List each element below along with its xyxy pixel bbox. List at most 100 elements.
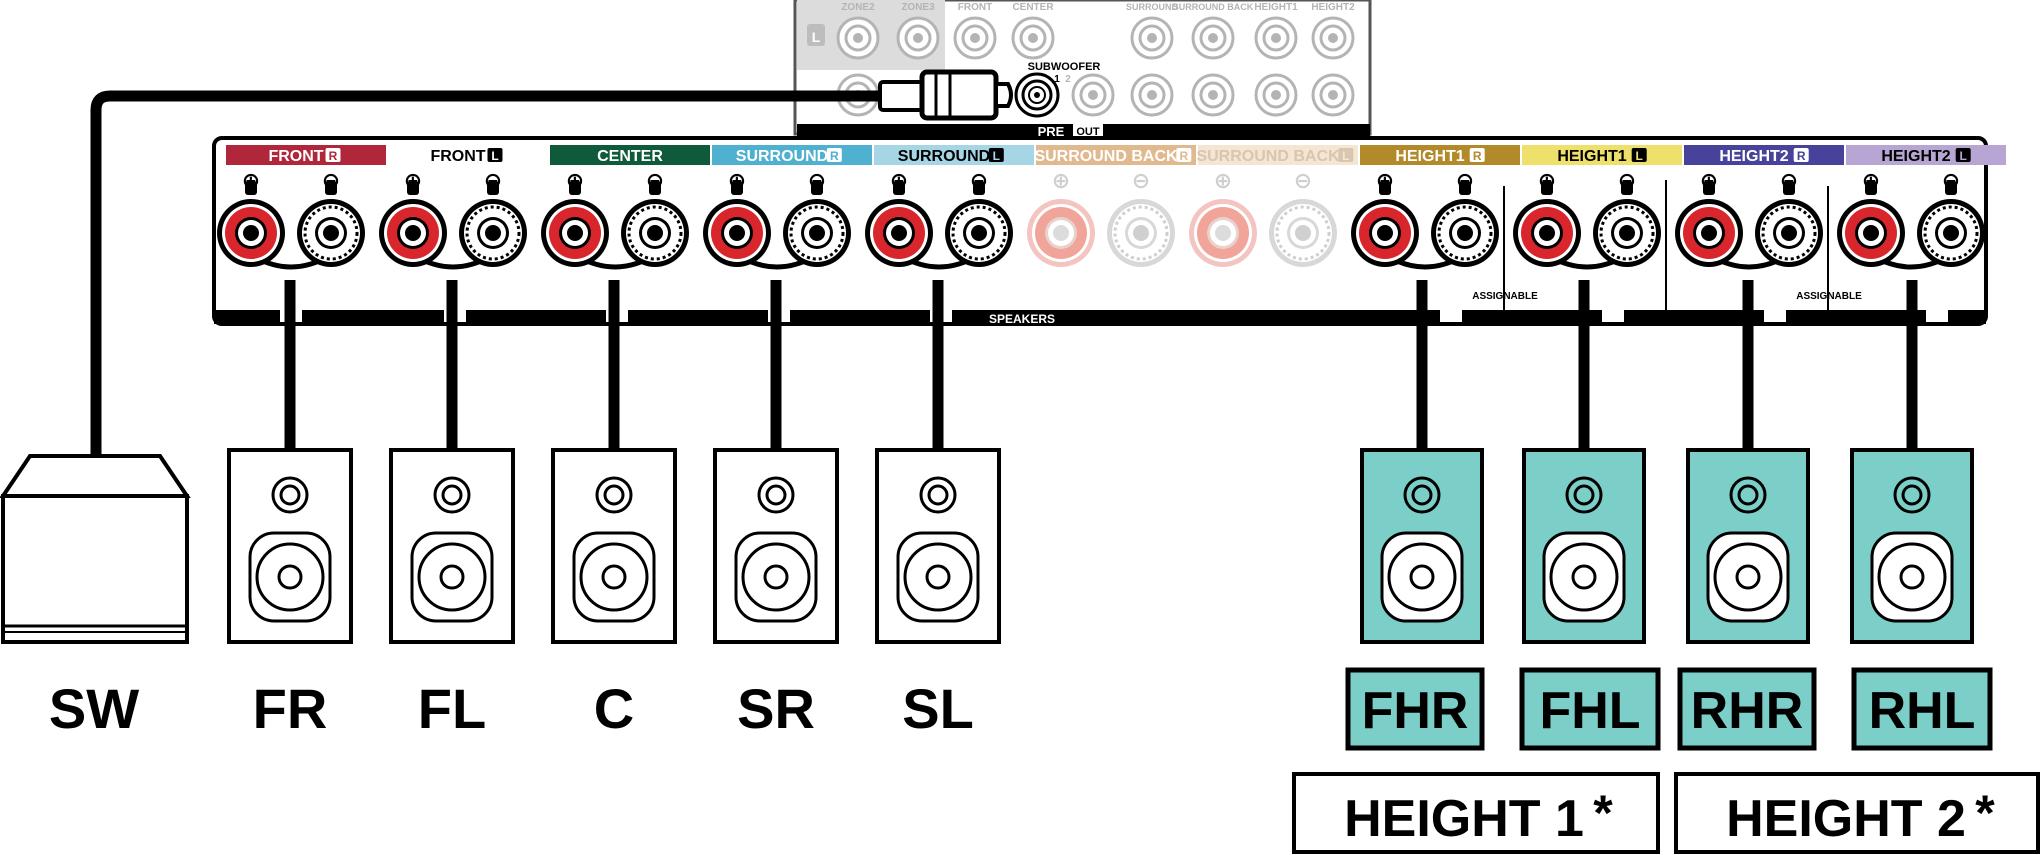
speaker-fhl xyxy=(1522,448,1646,644)
height2-pre-out-jack xyxy=(1311,16,1355,60)
surround-pre-out-jack xyxy=(1130,16,1174,60)
channel-center-c: CENTER⊕⊖ xyxy=(541,145,710,270)
height1-pre-out-jack xyxy=(1254,16,1298,60)
speaker-c xyxy=(551,448,677,644)
group-height1: HEIGHT 1 * xyxy=(1292,772,1660,854)
group-height2-asterisk: * xyxy=(1975,785,1995,841)
label-box-fhr: FHR xyxy=(1345,667,1485,751)
pre-out-zone-l-label: L xyxy=(812,29,821,45)
label-sr: SR xyxy=(737,677,815,740)
plus-sign: ⊕ xyxy=(1214,169,1232,194)
center-pre-out-jack xyxy=(1011,16,1055,60)
label-box-fhl: FHL xyxy=(1519,667,1661,751)
speaker-sr xyxy=(713,448,839,644)
pre-out-surround-back-label: SURROUND BACK xyxy=(1173,2,1254,12)
label-sw: SW xyxy=(49,677,139,740)
group-height1-asterisk: * xyxy=(1593,785,1613,841)
channel-label: HEIGHT2 xyxy=(1881,148,1950,165)
minus-sign: ⊖ xyxy=(1132,169,1150,194)
channel-side-label: R xyxy=(329,149,338,163)
channel-side-label: L xyxy=(993,149,1000,163)
subwoofer-1-label: 1 xyxy=(1054,74,1060,85)
channel-label: CENTER xyxy=(597,148,663,165)
label-fr: FR xyxy=(253,677,328,740)
pre-out-center-label: CENTER xyxy=(1012,2,1054,13)
assignable-label-1: ASSIGNABLE xyxy=(1472,291,1538,302)
channel-side-label: L xyxy=(1960,149,1967,163)
pre-out-height2-label: HEIGHT2 xyxy=(1311,2,1355,13)
channel-side-label: L xyxy=(1636,149,1643,163)
label-box-rhr: RHR xyxy=(1677,667,1817,751)
subwoofer-box xyxy=(0,454,191,644)
speakers-label: SPEAKERS xyxy=(989,312,1055,326)
group-height1-label: HEIGHT 1 xyxy=(1344,790,1584,848)
positive-terminal xyxy=(1189,199,1257,267)
channel-label: SURROUND xyxy=(898,148,990,165)
minus-sign: ⊖ xyxy=(1294,169,1312,194)
channel-label: FRONT xyxy=(430,148,485,165)
speaker-rhl xyxy=(1850,448,1974,644)
speaker-fr xyxy=(227,448,353,644)
channel-side-label: L xyxy=(491,149,498,163)
subwoofer-label: SUBWOOFER xyxy=(1028,61,1101,73)
speaker-cables xyxy=(284,280,1918,452)
channel-side-label: R xyxy=(1473,149,1482,163)
out-label: OUT xyxy=(1076,126,1100,138)
channel-side-label: R xyxy=(830,149,839,163)
front-pre-out-jack xyxy=(953,16,997,60)
pre-out-front-label: FRONT xyxy=(958,2,992,13)
pre-out-panel: L ZONE2 ZONE3 FRONT CENTER SURROUND SURR… xyxy=(793,0,1372,139)
surround-back-pre-out-jack-2 xyxy=(1191,73,1235,117)
subwoofer2-jack xyxy=(1071,73,1115,117)
label-sl: SL xyxy=(902,677,974,740)
label-fl: FL xyxy=(418,677,486,740)
subwoofer-cable xyxy=(90,69,1013,456)
surround-pre-out-jack-2 xyxy=(1130,73,1174,117)
subwoofer-2-label: 2 xyxy=(1065,74,1071,85)
positive-terminal xyxy=(1027,199,1095,267)
group-height2: HEIGHT 2 * xyxy=(1674,772,2040,854)
label-fhl: FHL xyxy=(1539,682,1640,740)
label-fhr: FHR xyxy=(1362,682,1469,740)
negative-terminal xyxy=(1267,197,1339,269)
channel-strip: FRONTR⊕⊖FRONTL⊕⊖CENTER⊕⊖SURROUNDR⊕⊖SURRO… xyxy=(217,145,2006,270)
plus-sign: ⊕ xyxy=(1052,169,1070,194)
label-box-rhl: RHL xyxy=(1851,667,1993,751)
channel-label: HEIGHT2 xyxy=(1719,148,1788,165)
speaker-fl xyxy=(389,448,515,644)
channel-side-label: R xyxy=(1797,149,1806,163)
label-c: C xyxy=(594,677,634,740)
channel-label: FRONT xyxy=(268,148,323,165)
speaker-fhr xyxy=(1360,448,1484,644)
surround-back-pre-out-jack xyxy=(1191,16,1235,60)
zone3-jack xyxy=(896,16,940,60)
speaker-rhr xyxy=(1686,448,1810,644)
pre-out-height1-label: HEIGHT1 xyxy=(1254,2,1298,13)
speaker-sl xyxy=(875,448,1001,644)
pre-label: PRE xyxy=(1038,124,1065,139)
pre-out-zone3-label: ZONE3 xyxy=(901,2,935,13)
channel-label: HEIGHT1 xyxy=(1557,148,1626,165)
channel-label: SURROUND BACK xyxy=(1196,148,1340,165)
negative-terminal xyxy=(1105,197,1177,269)
label-rhr: RHR xyxy=(1691,682,1804,740)
height1-pre-out-jack-2 xyxy=(1254,73,1298,117)
channel-label: SURROUND xyxy=(736,148,828,165)
group-height2-label: HEIGHT 2 xyxy=(1726,790,1966,848)
pre-out-zone2-label: ZONE2 xyxy=(841,2,875,13)
label-rhl: RHL xyxy=(1869,682,1976,740)
subwoofer1-jack xyxy=(1014,72,1060,118)
speaker-terminal-panel: SPEAKERS ASSIGNABLE ASSIGNABLE FRONTR⊕⊖F… xyxy=(212,136,2006,326)
zone2-jack xyxy=(836,16,880,60)
height2-pre-out-jack-2 xyxy=(1311,73,1355,117)
